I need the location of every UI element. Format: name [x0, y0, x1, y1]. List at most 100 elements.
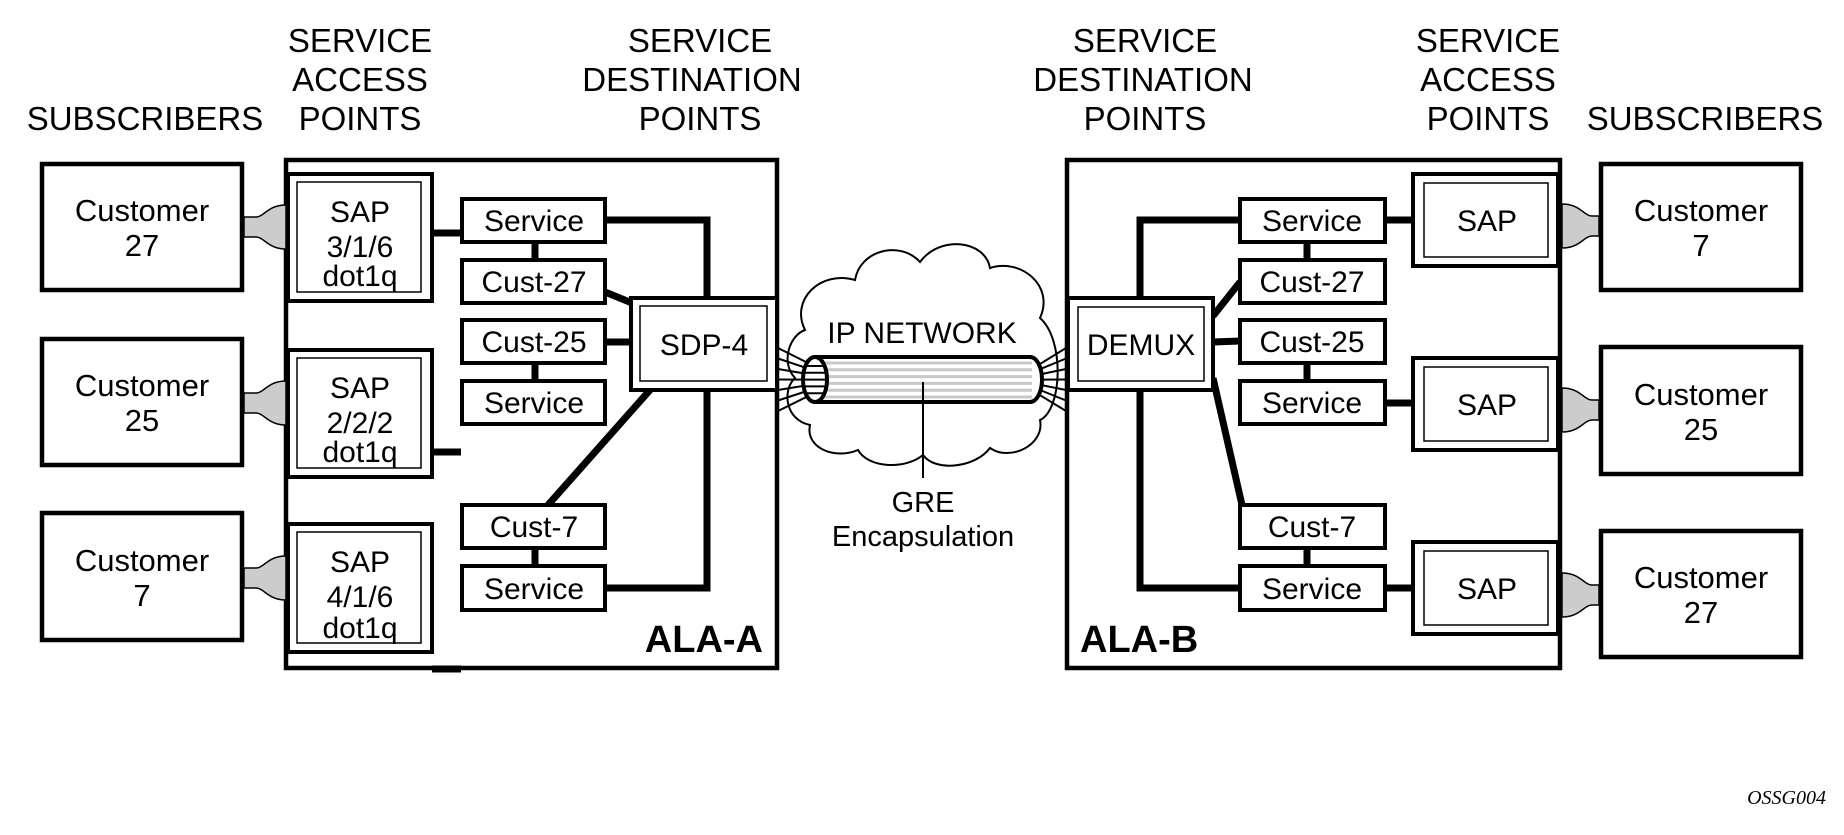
demux[interactable]: DEMUX	[1066, 296, 1215, 392]
fan-line	[777, 347, 811, 365]
sap-label: SAP	[1457, 205, 1517, 238]
ala-a-links	[432, 216, 711, 673]
customer-number: 27	[1684, 595, 1718, 630]
cust-id-box[interactable]: Cust-25	[460, 318, 607, 365]
service-label: Service	[1262, 387, 1362, 420]
link-demux-cust25	[1212, 337, 1241, 346]
customer-number: 25	[1684, 412, 1718, 447]
cust-id-box[interactable]: Cust-7	[1238, 503, 1387, 550]
header-text: POINTS	[299, 100, 422, 137]
router-name: ALA-B	[1080, 619, 1198, 661]
link-demux-service1	[1136, 216, 1240, 298]
cust-id-box[interactable]: Cust-25	[1238, 318, 1387, 365]
service-label: Service	[484, 387, 584, 420]
access-connector	[243, 555, 287, 601]
customer-number: 27	[125, 228, 159, 263]
header-text: SERVICE	[288, 22, 432, 59]
fan-line	[1039, 357, 1067, 371]
header-right-sdp: SERVICE DESTINATION POINTS	[1033, 22, 1252, 137]
connector-shape	[243, 380, 287, 426]
customer-number: 25	[125, 403, 159, 438]
encapsulation-label: Encapsulation	[832, 521, 1014, 553]
demux-label: DEMUX	[1087, 329, 1195, 362]
gre-label: GRE	[892, 487, 955, 519]
access-connector	[1561, 387, 1600, 433]
sap-label: SAP	[330, 372, 390, 405]
ip-network: IP NETWORK GRE Encapsulation	[777, 243, 1067, 553]
sap-b-1[interactable]: SAP	[1411, 172, 1560, 268]
router-ala-a: SAP 3/1/6 dot1q SAP 2/2/2 dot1q SAP 4/1/…	[283, 157, 780, 673]
link-demux-cust7	[1209, 377, 1246, 506]
service-box[interactable]: Service	[460, 197, 607, 244]
header-text: SERVICE	[1416, 22, 1560, 59]
access-connector	[1561, 203, 1600, 249]
service-box[interactable]: Service	[1238, 197, 1387, 244]
service-label: Service	[1262, 573, 1362, 606]
service-box[interactable]: Service	[460, 564, 607, 612]
cust-id-label: Cust-7	[490, 511, 578, 544]
service-box[interactable]: Service	[1238, 564, 1387, 612]
link-service3-sdp	[605, 390, 711, 592]
sdp-label: SDP-4	[660, 329, 748, 362]
cust-id-label: Cust-7	[1268, 511, 1356, 544]
header-text: ACCESS	[1420, 61, 1556, 98]
cust-id-label: Cust-25	[481, 326, 586, 359]
customer-right-25[interactable]: Customer 25	[1598, 344, 1804, 477]
header-text: POINTS	[639, 100, 762, 137]
cust-id-box[interactable]: Cust-27	[460, 258, 607, 305]
connector-shape	[243, 204, 287, 250]
cust-id-box[interactable]: Cust-7	[460, 503, 607, 550]
sap-b-2[interactable]: SAP	[1411, 356, 1560, 452]
link-service1-sdp	[605, 216, 711, 298]
header-text: DESTINATION	[1033, 61, 1252, 98]
customer-left-25[interactable]: Customer 25	[39, 336, 245, 468]
header-text: POINTS	[1427, 100, 1550, 137]
sap-encap: dot1q	[322, 260, 397, 293]
ala-b-links	[1136, 216, 1413, 592]
fan-line	[1039, 368, 1067, 376]
sap-b-3[interactable]: SAP	[1411, 540, 1560, 636]
customer-label: Customer	[1634, 377, 1768, 412]
sap-label: SAP	[1457, 573, 1517, 606]
customer-right-7[interactable]: Customer 7	[1598, 161, 1804, 293]
service-box[interactable]: Service	[1238, 379, 1387, 426]
header-left-sap: SERVICE ACCESS POINTS	[288, 22, 432, 137]
service-label: Service	[484, 205, 584, 238]
sap-4-1-6[interactable]: SAP 4/1/6 dot1q	[286, 522, 434, 654]
connector-shape	[1561, 387, 1600, 433]
sdp-4[interactable]: SDP-4	[629, 296, 779, 392]
gre-tunnel	[801, 355, 1044, 404]
sap-label: SAP	[330, 546, 390, 579]
router-name: ALA-A	[645, 619, 763, 661]
access-connector	[243, 380, 287, 426]
customer-number: 7	[1692, 228, 1709, 263]
header-right-subscribers: SUBSCRIBERS	[1587, 100, 1824, 137]
customer-label: Customer	[75, 193, 209, 228]
header-text: DESTINATION	[582, 61, 801, 98]
fan-lines-b	[1039, 347, 1067, 412]
ip-network-label: IP NETWORK	[827, 317, 1016, 350]
header-left-sdp: SERVICE DESTINATION POINTS	[582, 22, 801, 137]
sap-label: SAP	[330, 196, 390, 229]
sap-port: 2/2/2	[327, 407, 394, 440]
header-text: SERVICE	[1073, 22, 1217, 59]
customer-left-7[interactable]: Customer 7	[39, 510, 245, 643]
customer-number: 7	[133, 578, 150, 613]
header-text: SUBSCRIBERS	[27, 100, 264, 137]
sap-3-1-6[interactable]: SAP 3/1/6 dot1q	[286, 172, 434, 303]
cust-id-label: Cust-27	[1259, 266, 1364, 299]
service-box[interactable]: Service	[460, 379, 607, 426]
link-demux-service3	[1136, 390, 1240, 592]
fan-line	[1039, 383, 1067, 391]
header-left-subscribers: SUBSCRIBERS	[27, 100, 264, 137]
customer-left-27[interactable]: Customer 27	[39, 161, 245, 293]
access-connector	[243, 204, 287, 250]
header-text: POINTS	[1084, 100, 1207, 137]
header-text: SUBSCRIBERS	[1587, 100, 1824, 137]
sap-2-2-2[interactable]: SAP 2/2/2 dot1q	[286, 348, 434, 479]
sap-encap: dot1q	[322, 436, 397, 469]
cust-id-box[interactable]: Cust-27	[1238, 258, 1387, 305]
tunnel-stripes	[822, 361, 1032, 399]
customer-right-27[interactable]: Customer 27	[1598, 528, 1804, 660]
